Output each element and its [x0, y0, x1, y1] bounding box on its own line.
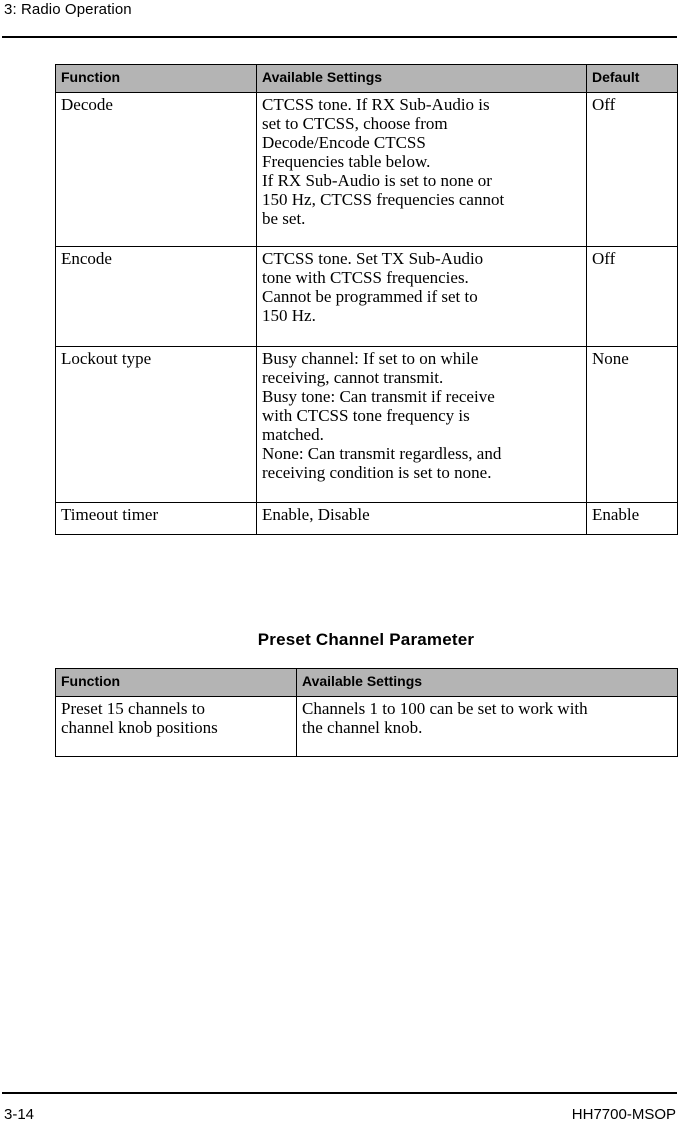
cell-available-settings: Busy channel: If set to on while receivi…: [256, 345, 587, 503]
cell-function: Decode: [55, 91, 257, 247]
cell-line: Decode/Encode CTCSS: [262, 132, 426, 152]
table-header-row: Function Available Settings Default: [55, 64, 678, 93]
table-row: Timeout timer Enable, Disable Enable: [55, 501, 678, 535]
cell-line: receiving condition is set to none.: [262, 462, 492, 482]
cell-default: Enable: [586, 501, 678, 535]
cell-line: set to CTCSS, choose from: [262, 113, 448, 133]
table-row: Encode CTCSS tone. Set TX Sub-Audio tone…: [55, 245, 678, 347]
cell-function: Lockout type: [55, 345, 257, 503]
cell-function: Preset 15 channels to channel knob posit…: [55, 695, 297, 757]
cell-function: Encode: [55, 245, 257, 347]
column-header-available-settings: Available Settings: [256, 64, 587, 93]
footer-divider: [2, 1092, 677, 1094]
column-header-function: Function: [55, 64, 257, 93]
cell-line: Frequencies table below.: [262, 151, 431, 171]
page-title: 3: Radio Operation: [4, 1, 132, 18]
cell-line: 150 Hz.: [262, 305, 316, 325]
cell-default: Off: [586, 245, 678, 347]
cell-line: the channel knob.: [302, 717, 423, 737]
cell-line: with CTCSS tone frequency is: [262, 405, 470, 425]
cell-available-settings: CTCSS tone. If RX Sub-Audio is set to CT…: [256, 91, 587, 247]
header-divider: [2, 36, 677, 38]
table-header-row: Function Available Settings: [55, 668, 678, 697]
cell-line: Busy channel: If set to on while: [262, 348, 479, 368]
column-header-function: Function: [55, 668, 297, 697]
cell-line: CTCSS tone. If RX Sub-Audio is: [262, 94, 490, 114]
cell-line: Cannot be programmed if set to: [262, 286, 478, 306]
cell-line: matched.: [262, 424, 324, 444]
cell-line: 150 Hz, CTCSS frequencies cannot: [262, 189, 505, 209]
preset-channel-parameter-table: Function Available Settings Preset 15 ch…: [55, 668, 678, 757]
cell-line: Preset 15 channels to: [61, 698, 205, 718]
footer-page-number: 3-14: [4, 1106, 35, 1123]
cell-line: channel knob positions: [61, 717, 218, 737]
cell-line: If RX Sub-Audio is set to none or: [262, 170, 492, 190]
cell-line: CTCSS tone. Set TX Sub-Audio: [262, 248, 484, 268]
cell-function: Timeout timer: [55, 501, 257, 535]
cell-default: Off: [586, 91, 678, 247]
page-header: 3: Radio Operation: [0, 0, 679, 38]
cell-default: None: [586, 345, 678, 503]
channel-settings-table: Function Available Settings Default Deco…: [55, 64, 678, 535]
page-footer: 3-14 HH7700-MSOP: [0, 1092, 679, 1133]
column-header-available-settings: Available Settings: [296, 668, 678, 697]
cell-line: Channels 1 to 100 can be set to work wit…: [302, 698, 588, 718]
cell-line: Enable, Disable: [262, 504, 370, 524]
cell-available-settings: Channels 1 to 100 can be set to work wit…: [296, 695, 678, 757]
column-header-default: Default: [586, 64, 678, 93]
cell-available-settings: Enable, Disable: [256, 501, 587, 535]
table-row: Lockout type Busy channel: If set to on …: [55, 345, 678, 503]
cell-line: be set.: [262, 208, 306, 228]
cell-line: Busy tone: Can transmit if receive: [262, 386, 495, 406]
table-row: Decode CTCSS tone. If RX Sub-Audio is se…: [55, 91, 678, 247]
cell-available-settings: CTCSS tone. Set TX Sub-Audio tone with C…: [256, 245, 587, 347]
cell-line: tone with CTCSS frequencies.: [262, 267, 469, 287]
table-row: Preset 15 channels to channel knob posit…: [55, 695, 678, 757]
cell-line: None: Can transmit regardless, and: [262, 443, 502, 463]
section-heading-preset-channel-parameter: Preset Channel Parameter: [257, 630, 475, 649]
footer-document-id: HH7700-MSOP: [571, 1106, 676, 1123]
cell-line: receiving, cannot transmit.: [262, 367, 444, 387]
